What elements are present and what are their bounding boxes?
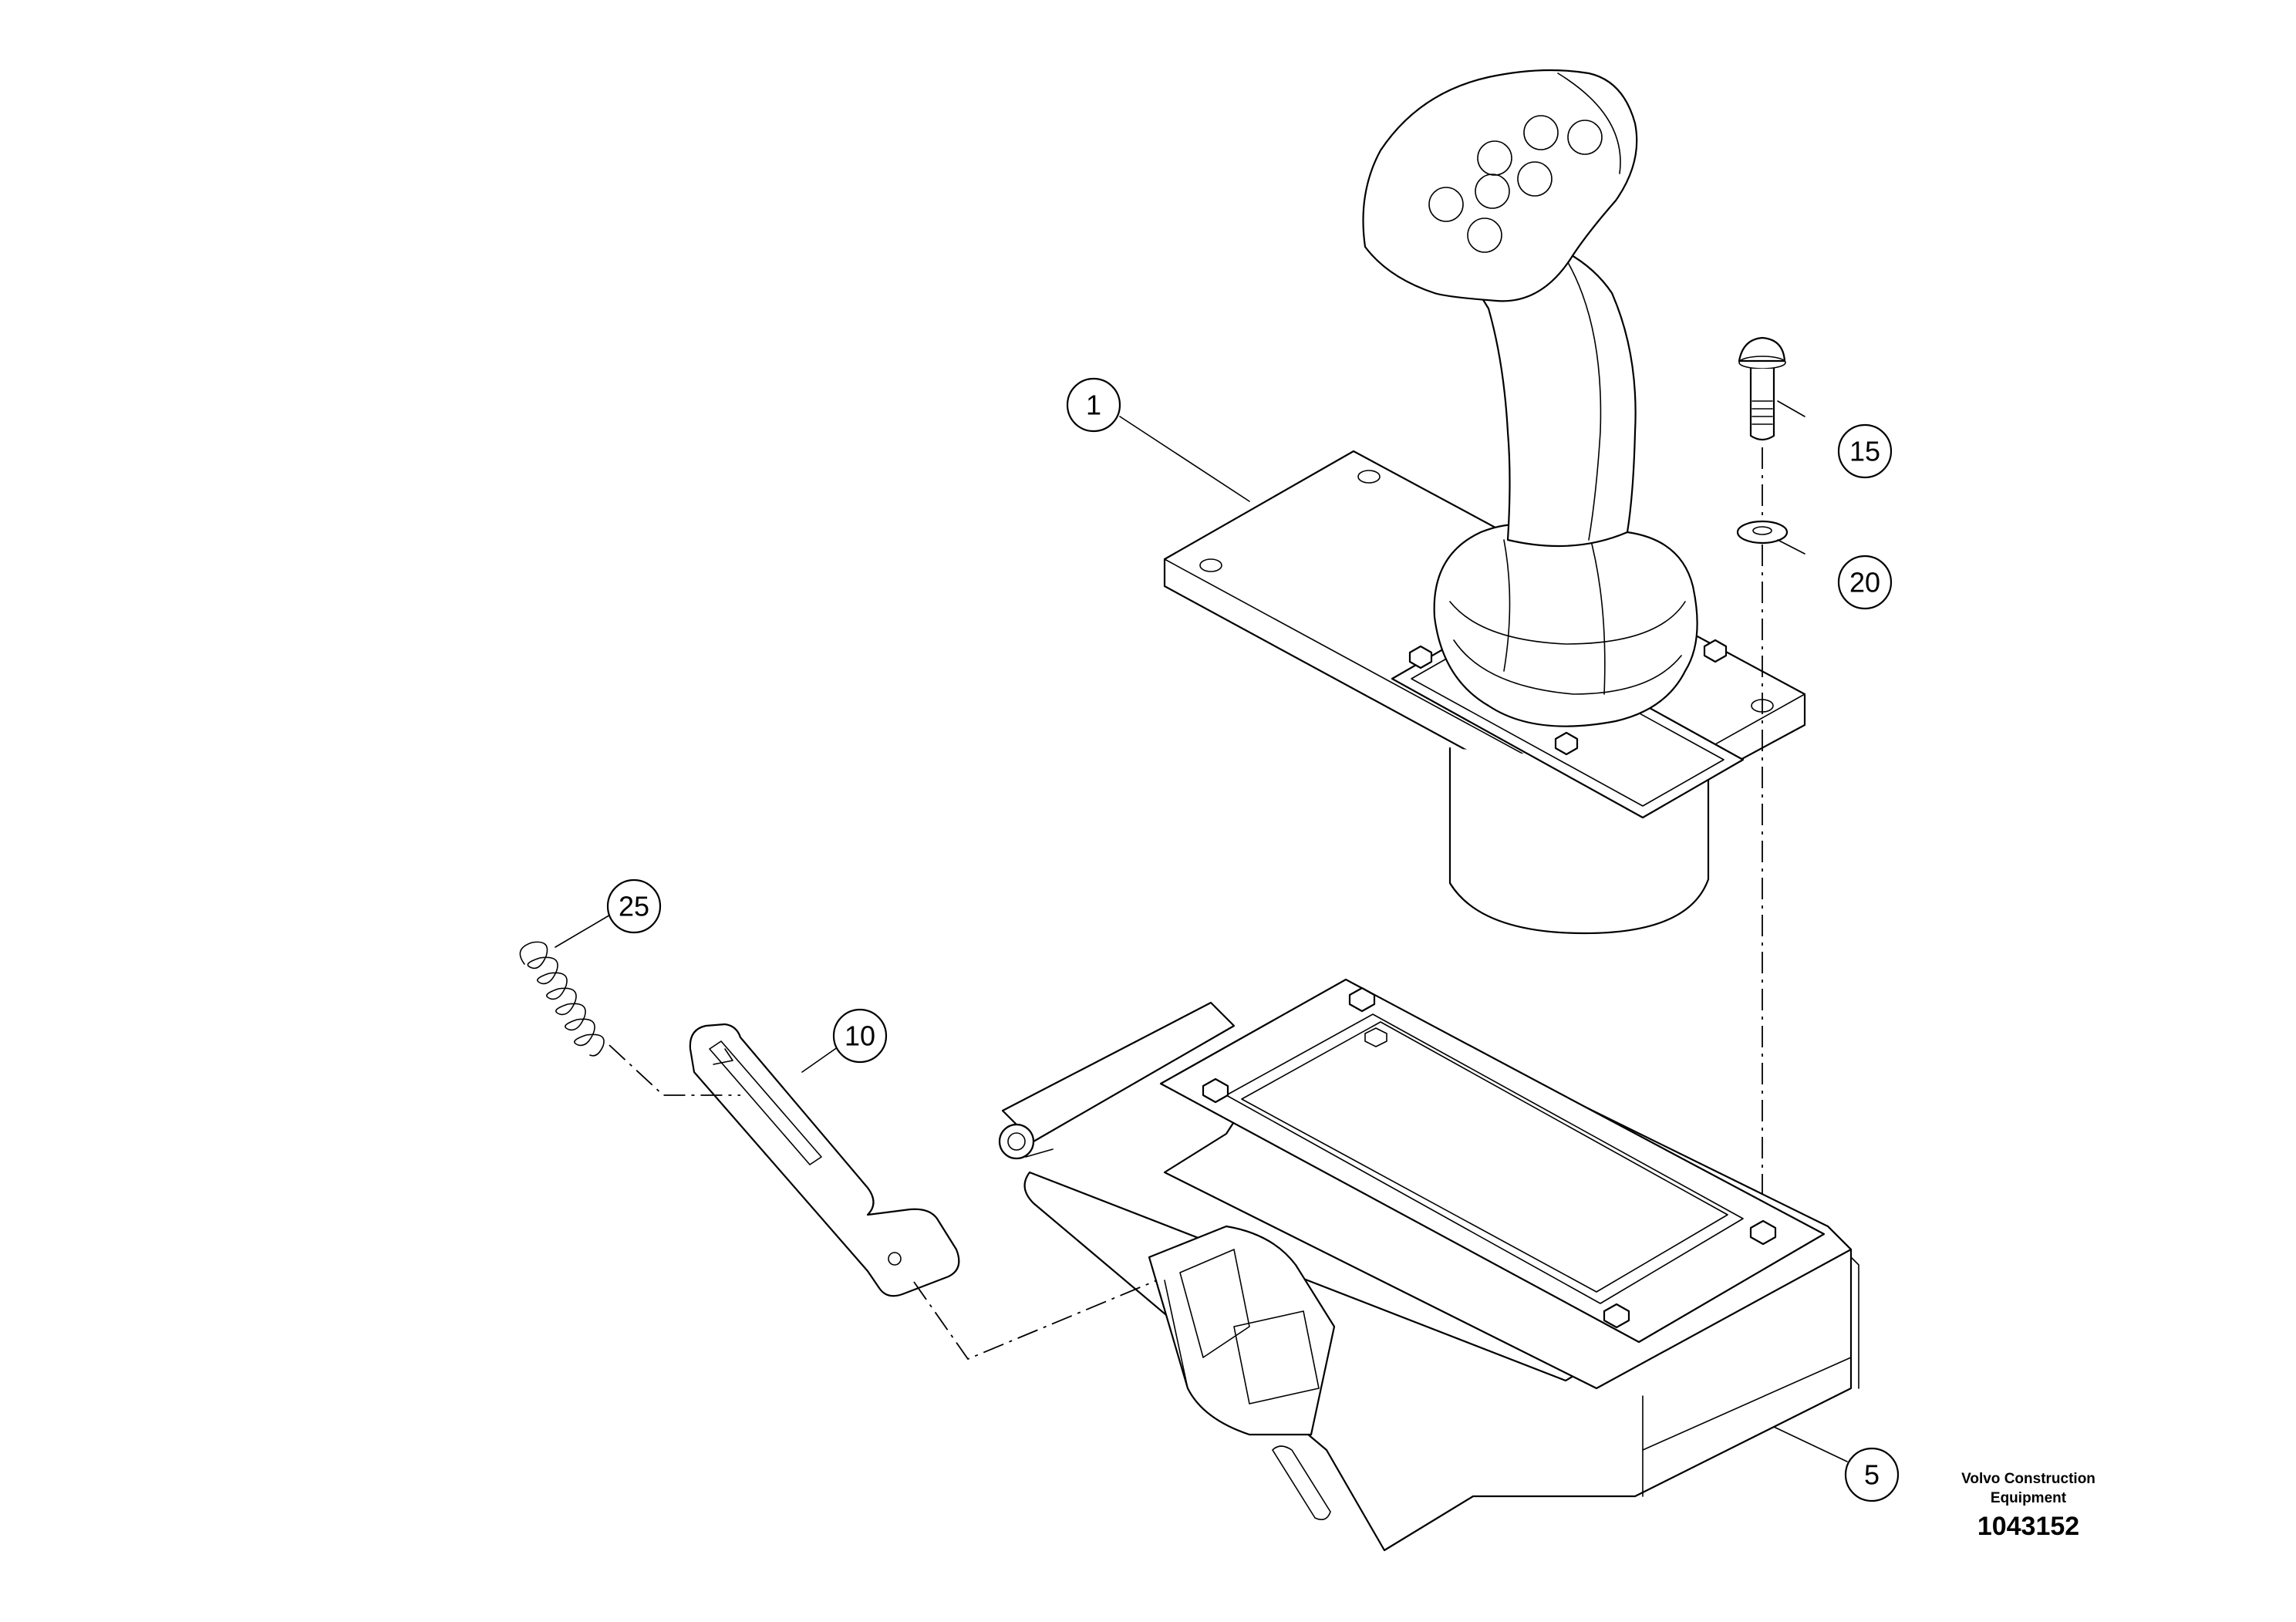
callout-1: 1 <box>1066 377 1121 433</box>
console-bracket <box>998 978 1859 1552</box>
callout-10: 10 <box>832 1008 888 1064</box>
callout-15-label: 15 <box>1849 436 1880 467</box>
callout-25-label: 25 <box>619 891 649 922</box>
brand-line-2: Equipment <box>1990 1490 2067 1506</box>
callout-20-label: 20 <box>1849 567 1880 599</box>
brand-label: Volvo Construction Equipment <box>1905 1469 2152 1508</box>
callout-15: 15 <box>1837 423 1893 479</box>
callout-10-label: 10 <box>845 1020 875 1052</box>
bolt-and-washer <box>1736 336 1789 1195</box>
spring <box>519 941 740 1096</box>
brand-line-1: Volvo Construction <box>1961 1471 2095 1487</box>
latch-plate <box>689 1023 1158 1361</box>
callout-1-label: 1 <box>1086 389 1101 421</box>
joystick-assembly <box>1163 69 1806 935</box>
callout-5-label: 5 <box>1864 1459 1880 1491</box>
callout-25: 25 <box>606 878 662 934</box>
drawing-number: 1043152 <box>1977 1512 2080 1541</box>
callout-5: 5 <box>1844 1447 1900 1502</box>
callout-20: 20 <box>1837 555 1893 610</box>
